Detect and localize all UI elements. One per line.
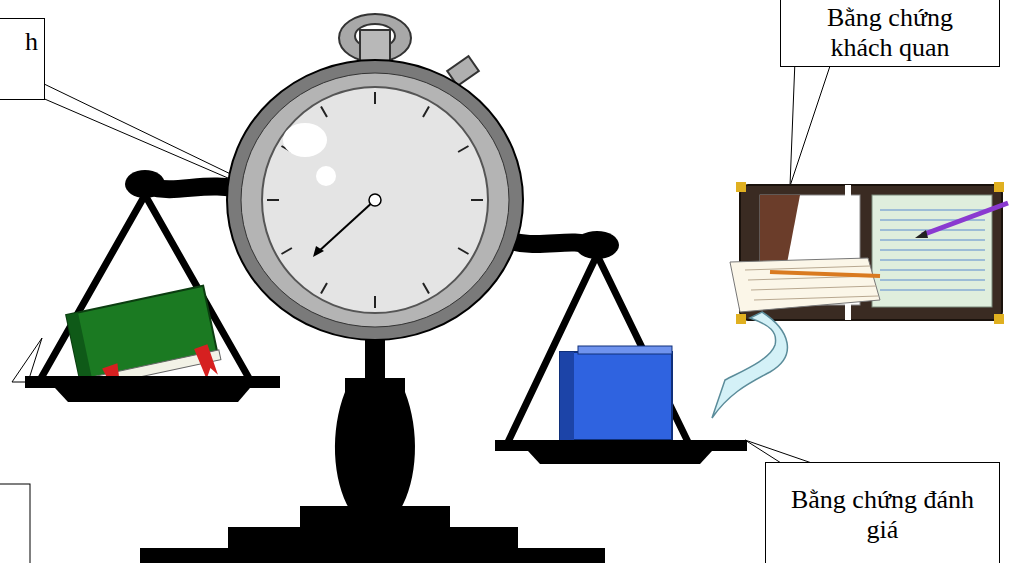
folder-corner <box>736 182 746 192</box>
watch-face <box>262 87 488 313</box>
curly-arrow <box>712 312 787 418</box>
binder-spine <box>560 352 574 440</box>
arm-end <box>125 170 165 198</box>
callout-box: Bằng chứng khách quan <box>780 0 1000 67</box>
scale-pan <box>55 388 250 402</box>
watch-case <box>227 60 523 340</box>
scale-pan <box>495 440 747 451</box>
watch-bezel <box>241 73 509 327</box>
pen-tip <box>915 230 928 238</box>
arm-end <box>575 231 619 259</box>
callout-tail <box>12 338 42 382</box>
note-paper <box>872 195 992 307</box>
pan-string <box>508 255 688 442</box>
scale-pan <box>25 376 280 388</box>
paper-lines <box>880 210 985 290</box>
watch-highlight <box>316 166 336 186</box>
callout-box-edge <box>0 484 30 563</box>
folder-corner <box>736 314 746 324</box>
pencil <box>770 272 880 276</box>
scale-base <box>228 527 518 551</box>
callout-text: Bằng chứng khách quan <box>809 3 971 63</box>
watch-ticks <box>267 92 483 308</box>
scale-column <box>335 330 415 510</box>
binder-cover <box>560 352 672 440</box>
scale-pan <box>528 451 712 464</box>
watch-hand-tip <box>313 246 324 257</box>
folder-corner <box>994 182 1004 192</box>
watch-pivot <box>369 194 381 206</box>
notepad-lines <box>745 266 878 300</box>
watch-highlight <box>283 123 327 157</box>
callout-text: Bằng chứng đánh giá <box>788 485 977 545</box>
callout-box: h <box>0 18 45 100</box>
bookmark <box>194 343 219 380</box>
watch-hand <box>318 200 375 252</box>
binder-top <box>578 346 672 354</box>
callout-box: Bằng chứng đánh giá <box>765 462 1000 563</box>
notepad <box>730 258 880 312</box>
blue-binder <box>560 346 672 440</box>
folder-corner <box>994 314 1004 324</box>
callout-text: h <box>0 27 38 57</box>
callout-tail <box>790 60 832 186</box>
pen <box>922 203 1008 235</box>
